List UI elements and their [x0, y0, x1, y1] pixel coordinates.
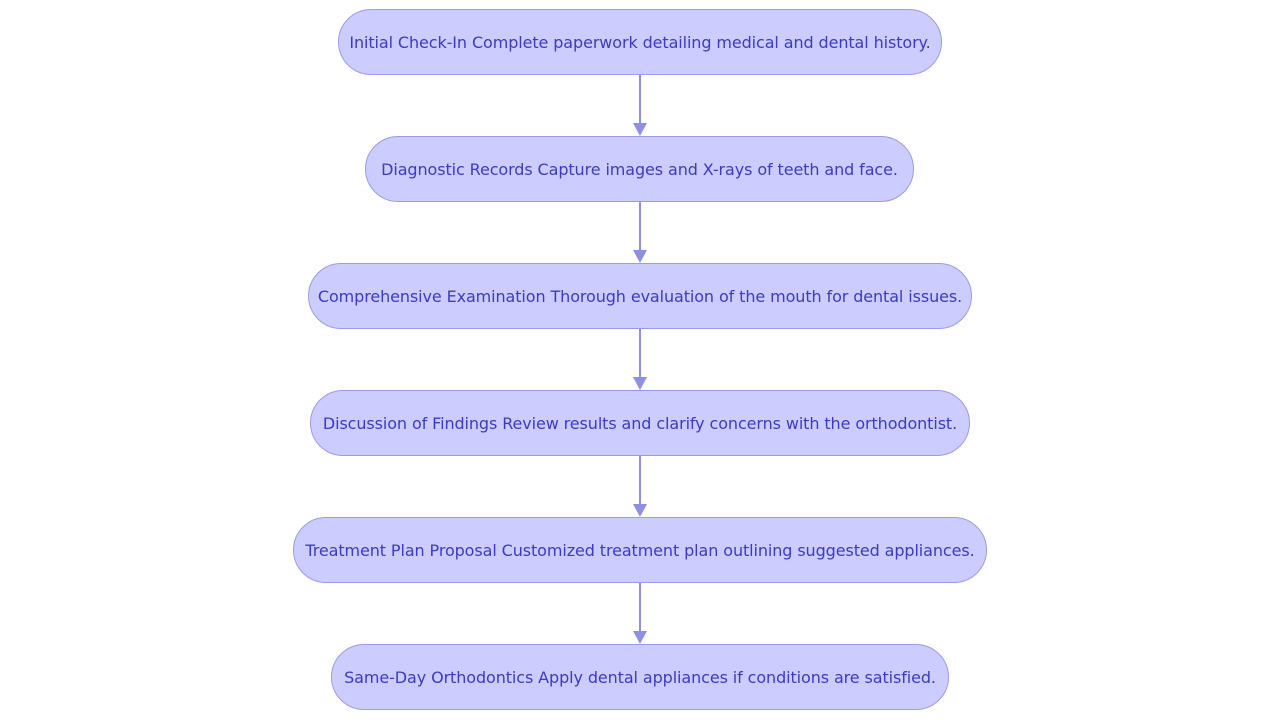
node-label: Initial Check-In Complete paperwork deta…: [349, 32, 931, 52]
node-discussion-of-findings: Discussion of Findings Review results an…: [310, 390, 970, 456]
edge-line: [639, 75, 641, 125]
node-label: Diagnostic Records Capture images and X-…: [381, 159, 898, 179]
node-initial-check-in: Initial Check-In Complete paperwork deta…: [338, 9, 942, 75]
node-diagnostic-records: Diagnostic Records Capture images and X-…: [365, 136, 914, 202]
node-label: Same-Day Orthodontics Apply dental appli…: [344, 667, 936, 687]
node-label: Discussion of Findings Review results an…: [322, 413, 958, 433]
edge-line: [639, 583, 641, 633]
arrowhead-icon: [633, 631, 647, 644]
arrowhead-icon: [633, 250, 647, 263]
edge-line: [639, 456, 641, 506]
node-same-day-orthodontics: Same-Day Orthodontics Apply dental appli…: [331, 644, 949, 710]
node-comprehensive-examination: Comprehensive Examination Thorough evalu…: [308, 263, 972, 329]
node-label: Treatment Plan Proposal Customized treat…: [305, 540, 975, 560]
edge-line: [639, 202, 641, 252]
node-treatment-plan-proposal: Treatment Plan Proposal Customized treat…: [293, 517, 987, 583]
edge-line: [639, 329, 641, 379]
arrowhead-icon: [633, 504, 647, 517]
arrowhead-icon: [633, 123, 647, 136]
node-label: Comprehensive Examination Thorough evalu…: [317, 286, 963, 306]
arrowhead-icon: [633, 377, 647, 390]
